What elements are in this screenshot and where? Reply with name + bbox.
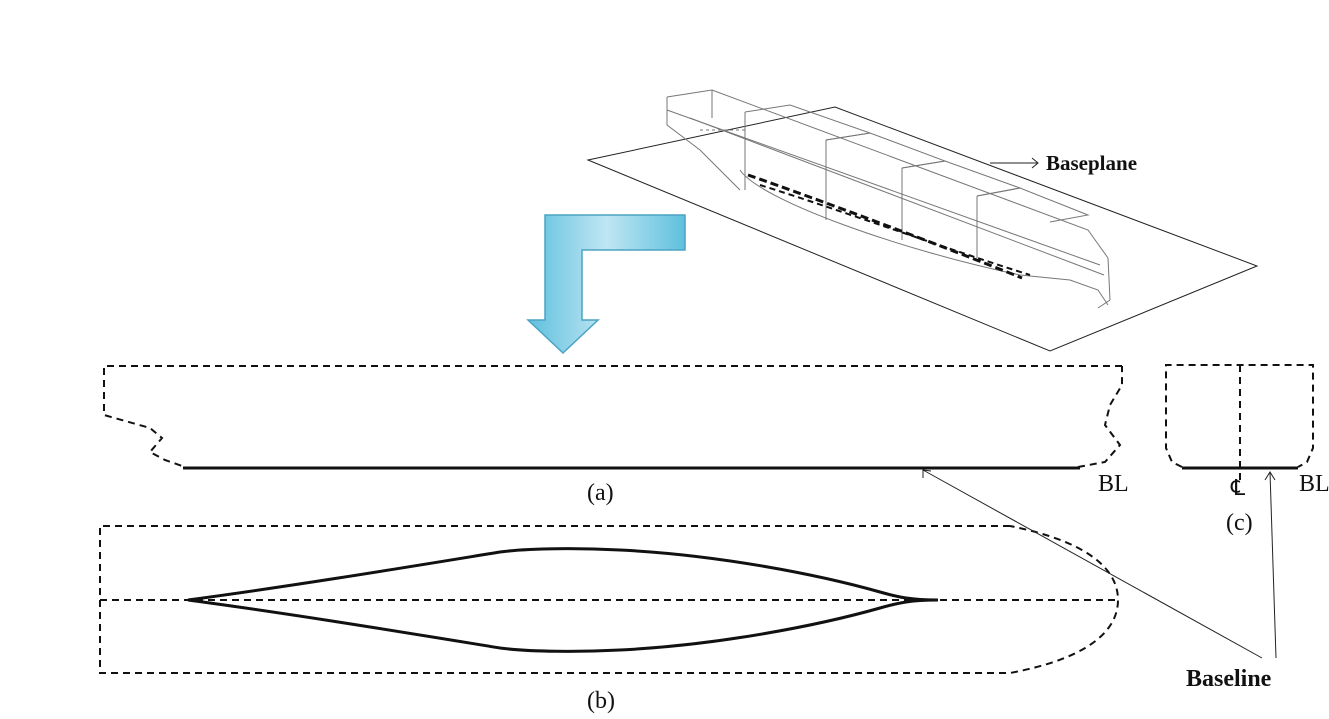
- baseline-pointer-a-head: [922, 469, 932, 478]
- panel-a-label: (a): [587, 480, 614, 506]
- panel-c-label: (c): [1226, 510, 1253, 536]
- ship-icon: [666, 89, 1111, 309]
- bl-label-a: BL: [1098, 471, 1129, 497]
- ship-3d-view: Baseplane: [586, 89, 1259, 352]
- ship-keel-dashed: [747, 173, 1023, 280]
- baseline-pointer-c-head: [1264, 471, 1276, 481]
- baseline-callout: Baseline: [922, 469, 1277, 692]
- centerline-symbol: ℄: [1230, 475, 1246, 500]
- bl-label-c: BL: [1299, 471, 1329, 497]
- baseplane-label: Baseplane: [1046, 151, 1137, 175]
- baseline-pointer-a: [922, 469, 1263, 659]
- panel-b-label: (b): [587, 688, 615, 714]
- baseplane-plane: [586, 106, 1259, 352]
- panel-b-plan-view: (b): [99, 525, 1120, 714]
- baseline-pointer-c: [1269, 471, 1277, 659]
- plan-outline-dashed: [99, 525, 1120, 674]
- baseplane-arrowhead: [1031, 157, 1039, 169]
- profile-outline-dashed: [103, 365, 1123, 468]
- baseline-label: Baseline: [1186, 666, 1272, 692]
- l-shaped-down-arrow-icon: [526, 214, 686, 355]
- flat-bottom-outline: [187, 547, 939, 653]
- panel-c-section-view: ℄ BL (c): [1165, 364, 1329, 536]
- panel-a-profile-view: (a) BL: [103, 365, 1129, 506]
